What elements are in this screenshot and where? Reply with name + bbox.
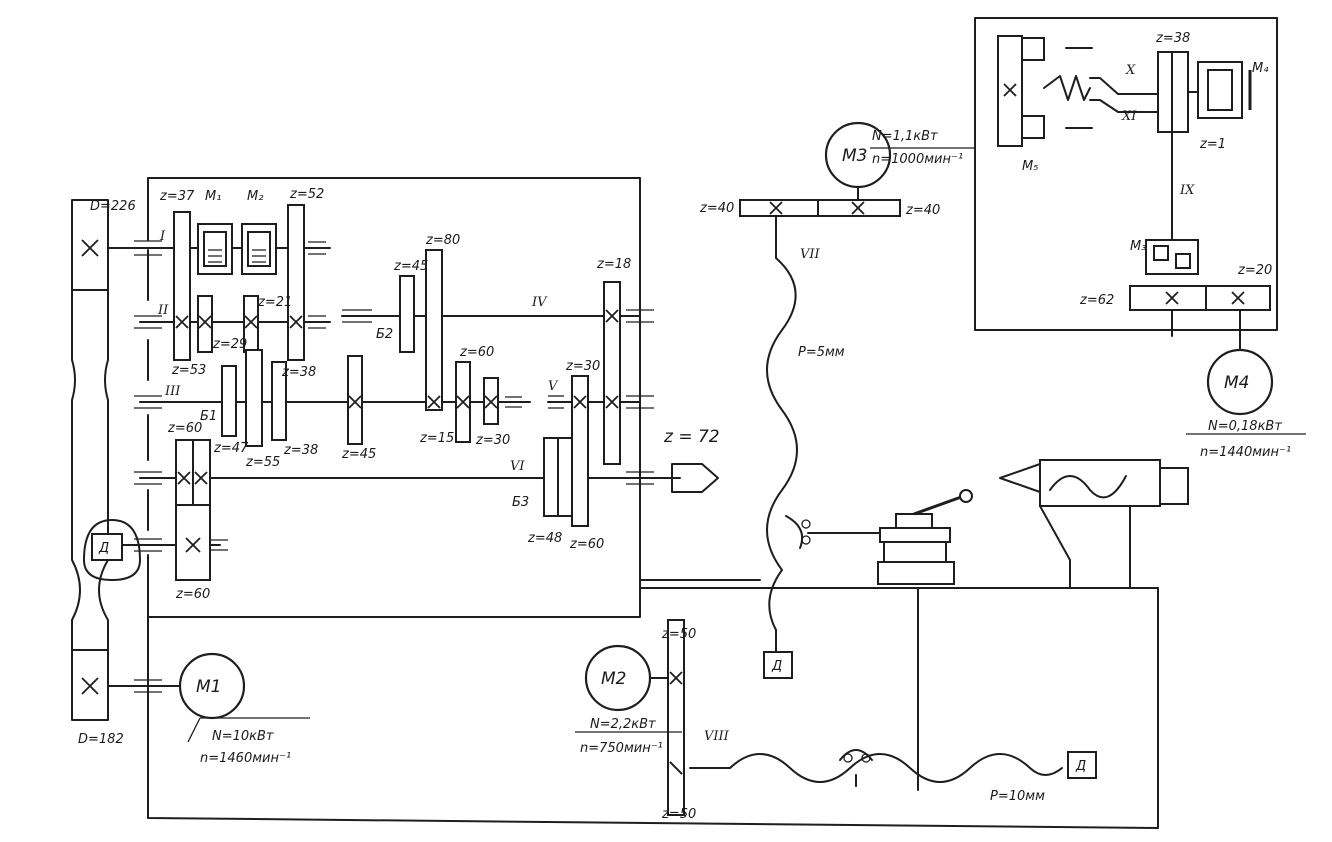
- shaft-3-label: III: [164, 384, 181, 399]
- block-3-label: Б3: [512, 495, 529, 510]
- gear-z30a-label: z=30: [475, 433, 510, 448]
- motor-m2-power: N=2,2кВт: [590, 717, 656, 732]
- housing-lines: [147, 17, 1278, 829]
- horizontal-sensor-label: Д: [1075, 759, 1086, 774]
- shaft-7-label: VII: [800, 247, 821, 262]
- motor-m1-speed: n=1460мин⁻¹: [200, 751, 291, 766]
- headstock-gears: [173, 204, 719, 581]
- tailstock: [999, 459, 1189, 589]
- horizontal-screw-pitch: P=10мм: [990, 789, 1045, 804]
- gear-z52-label: z=52: [289, 187, 324, 202]
- shaft-6-label: VI: [510, 459, 525, 474]
- motor-m3-power: N=1,1кВт: [872, 129, 938, 144]
- gear-z60d-label: z=60: [175, 587, 210, 602]
- gear-z60c-label: z=60: [569, 537, 604, 552]
- block-1-label: Б1: [200, 409, 217, 424]
- shaft-4-label: IV: [531, 295, 548, 310]
- upper-pulley: [71, 199, 109, 721]
- horizontal-feed-screw: [729, 749, 1097, 787]
- gear-z18-label: z=18: [596, 257, 631, 272]
- motor-m4: [1186, 348, 1306, 435]
- shaft-1-label: I: [159, 229, 166, 244]
- shaft-2-label: II: [157, 303, 169, 318]
- gear-z60a-label: z=60: [167, 421, 202, 436]
- gear-z29-label: z=29: [212, 337, 247, 352]
- motor-m4-power: N=0,18кВт: [1208, 419, 1282, 434]
- motor-m4-speed: n=1440мин⁻¹: [1200, 445, 1291, 460]
- gear-z47-label: z=47: [213, 441, 249, 456]
- motor-m2: [575, 619, 685, 816]
- gear-z38a-label: z=38: [281, 365, 316, 380]
- clutch-m4-label: M₄: [1252, 61, 1269, 76]
- gear-z45a-label: z=45: [341, 447, 376, 462]
- shaft-10-label: X: [1125, 63, 1136, 78]
- upper-pulley-label: D=226: [90, 199, 136, 214]
- vertical-feed-screw: [763, 257, 811, 679]
- spindle-sensor: [83, 519, 149, 581]
- gear-z72-label: z = 72: [663, 427, 720, 447]
- motor-m2-name: M2: [601, 669, 626, 689]
- gear-z20-label: z=20: [1237, 263, 1272, 278]
- gear-z37-label: z=37: [159, 189, 195, 204]
- gear-z55-label: z=55: [245, 455, 280, 470]
- shaft-9-label: IX: [1179, 183, 1195, 198]
- gear-z38b-label: z=38: [283, 443, 318, 458]
- clutch-m2-label: M₂: [247, 189, 263, 204]
- lower-pulley-label: D=182: [78, 732, 124, 747]
- motor-m1: [178, 652, 310, 743]
- clutch-m3-label: M₃: [1130, 239, 1146, 254]
- gear-z48-label: z=48: [527, 531, 562, 546]
- motor-m1-name: M1: [196, 677, 221, 697]
- clutch-m5-label: M₅: [1022, 159, 1038, 174]
- motor-m3: [739, 121, 975, 259]
- gear-z21-label: z=21: [257, 295, 292, 310]
- gear-z45b-label: z=45: [393, 259, 428, 274]
- gear-z40b-label: z=40: [905, 203, 940, 218]
- motor-m4-name: M4: [1224, 373, 1249, 393]
- motor-m3-name: M3: [842, 146, 867, 166]
- gear-z30b-label: z=30: [565, 359, 600, 374]
- tool-post: [807, 489, 973, 585]
- gear-z62-label: z=62: [1079, 293, 1114, 308]
- gear-z15-label: z=15: [419, 431, 454, 446]
- gear-z80-label: z=80: [425, 233, 460, 248]
- shaft-11-label: XI: [1121, 109, 1137, 124]
- bearings: [134, 240, 654, 693]
- shaft-8-label: VIII: [704, 729, 730, 744]
- motor-m1-power: N=10кВт: [212, 729, 274, 744]
- clutch-m1-label: M₁: [205, 189, 221, 204]
- gear-z53-label: z=53: [171, 363, 206, 378]
- spindle-sensor-label: Д: [98, 541, 109, 556]
- motor-m3-speed: n=1000мин⁻¹: [872, 152, 963, 167]
- gear-z60b-label: z=60: [459, 345, 494, 360]
- upper-right-unit: [997, 35, 1271, 351]
- gear-z38c-label: z=38: [1155, 31, 1190, 46]
- vertical-screw-pitch: P=5мм: [798, 345, 845, 360]
- gear-z1-label: z=1: [1199, 137, 1226, 152]
- gear-z50a-label: z=50: [661, 627, 696, 642]
- motor-m2-speed: n=750мин⁻¹: [580, 741, 663, 756]
- vertical-sensor-label: Д: [771, 659, 782, 674]
- gear-z50b-label: z=50: [661, 807, 696, 822]
- shaft-5-label: V: [548, 379, 559, 394]
- block-2-label: Б2: [376, 327, 393, 342]
- gear-z40a-label: z=40: [699, 201, 734, 216]
